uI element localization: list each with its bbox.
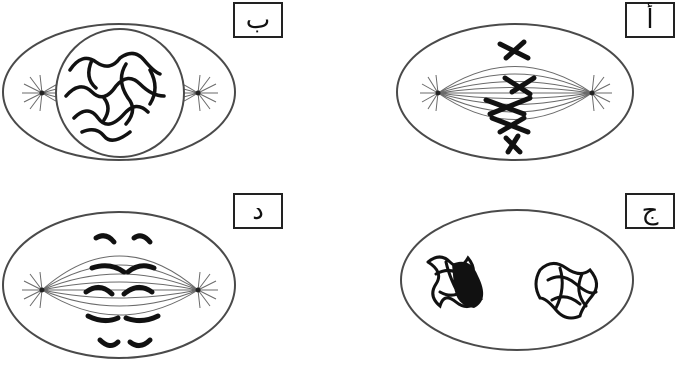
- panel-b-left-aster: [22, 74, 43, 112]
- panel-c-label: ج: [625, 193, 675, 229]
- panel-a-cell: [396, 23, 634, 161]
- panel-d-cell: [2, 211, 236, 359]
- panel-b-nucleus: [55, 28, 185, 158]
- panel-c-left-chromatin-mass: [452, 261, 484, 308]
- panel-a-spindle-fibers: [437, 66, 593, 120]
- panel-b-right-aster: [197, 74, 218, 112]
- panel-d-left-aster: [22, 271, 43, 309]
- panel-a-left-aster: [420, 74, 439, 112]
- panel-c-cell: [400, 209, 634, 351]
- panel-d-chromatids: [83, 233, 161, 348]
- panel-b-chromatin: [64, 51, 166, 142]
- panel-a-right-aster: [591, 74, 612, 112]
- panel-b-cell: [2, 23, 236, 161]
- panel-d-label: د: [233, 193, 283, 229]
- panel-a-label: أ: [625, 2, 675, 38]
- panel-b-label: ب: [233, 2, 283, 38]
- panel-d-spindle-fibers: [41, 255, 199, 316]
- panel-d-right-aster: [197, 271, 218, 309]
- panel-a-chromosomes: [483, 39, 537, 155]
- panel-c-right-nucleus: [534, 262, 598, 320]
